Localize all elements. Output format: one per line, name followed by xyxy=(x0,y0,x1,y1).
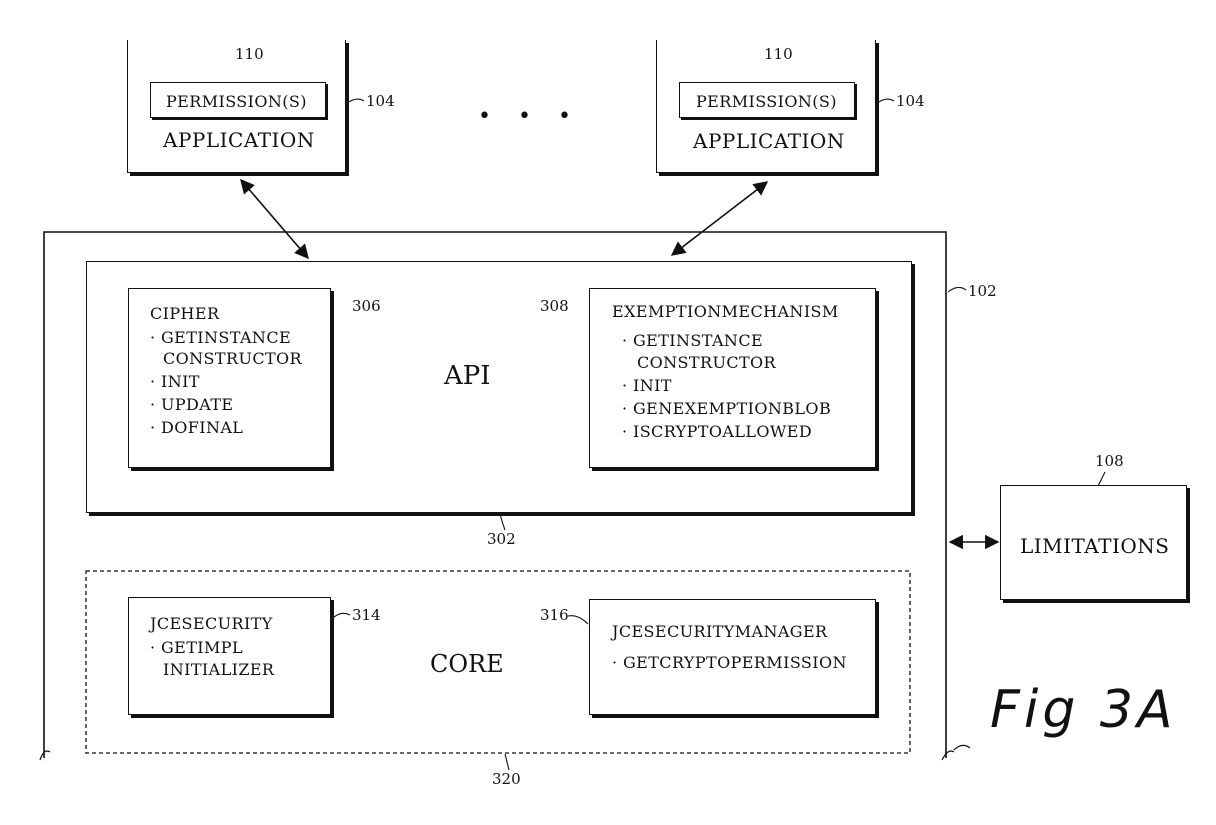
exemption-item: · ISCRYPTOALLOWED xyxy=(622,422,812,441)
exemption-title: EXEMPTIONMECHANISM xyxy=(612,302,839,321)
cipher-ref: 306 xyxy=(352,297,381,315)
exemption-ref: 308 xyxy=(540,297,569,315)
cipher-title: CIPHER xyxy=(150,304,219,323)
app-api-arrow-right xyxy=(672,182,767,255)
cipher-item: · INIT xyxy=(150,372,200,391)
exemption-item: CONSTRUCTOR xyxy=(637,353,776,372)
permission-ref-right: 110 xyxy=(764,45,793,63)
application-ref-left: 104 xyxy=(366,92,395,110)
jcesecurity-manager-title: JCESECURITYMANAGER xyxy=(612,622,828,641)
jcesecurity-item: · GETIMPL xyxy=(150,638,243,657)
limitations-ref: 108 xyxy=(1095,452,1124,470)
api-label: API xyxy=(444,361,491,391)
jcesecurity-title: JCESECURITY xyxy=(150,614,273,633)
cipher-item: · UPDATE xyxy=(150,395,233,414)
api-ref: 302 xyxy=(487,530,516,548)
jcesecurity-manager-ref: 316 xyxy=(540,606,569,624)
application-label-right: APPLICATION xyxy=(693,129,845,153)
figure-label: Fig 3A xyxy=(990,680,1177,740)
jcesecurity-manager-item: · GETCRYPTOPERMISSION xyxy=(612,653,847,672)
exemption-item: · GETINSTANCE xyxy=(622,331,763,350)
exemption-item: · GENEXEMPTIONBLOB xyxy=(622,399,831,418)
cipher-item: CONSTRUCTOR xyxy=(163,349,302,368)
cipher-item: · GETINSTANCE xyxy=(150,328,291,347)
permission-label-right: PERMISSION(S) xyxy=(696,92,837,111)
application-ref-right: 104 xyxy=(896,92,925,110)
ellipsis: • • • xyxy=(478,104,581,129)
cipher-item: · DOFINAL xyxy=(150,418,243,437)
permission-label-left: PERMISSION(S) xyxy=(166,92,307,111)
core-label: CORE xyxy=(430,650,504,678)
jcesecurity-ref: 314 xyxy=(352,606,381,624)
core-ref: 320 xyxy=(492,770,521,788)
limitations-label: LIMITATIONS xyxy=(1020,534,1170,558)
app-api-arrow-left xyxy=(241,180,308,258)
application-label-left: APPLICATION xyxy=(163,128,315,152)
permission-ref-left: 110 xyxy=(235,45,264,63)
framework-ref: 102 xyxy=(968,282,997,300)
exemption-item: · INIT xyxy=(622,376,672,395)
jcesecurity-item: INITIALIZER xyxy=(163,660,274,679)
